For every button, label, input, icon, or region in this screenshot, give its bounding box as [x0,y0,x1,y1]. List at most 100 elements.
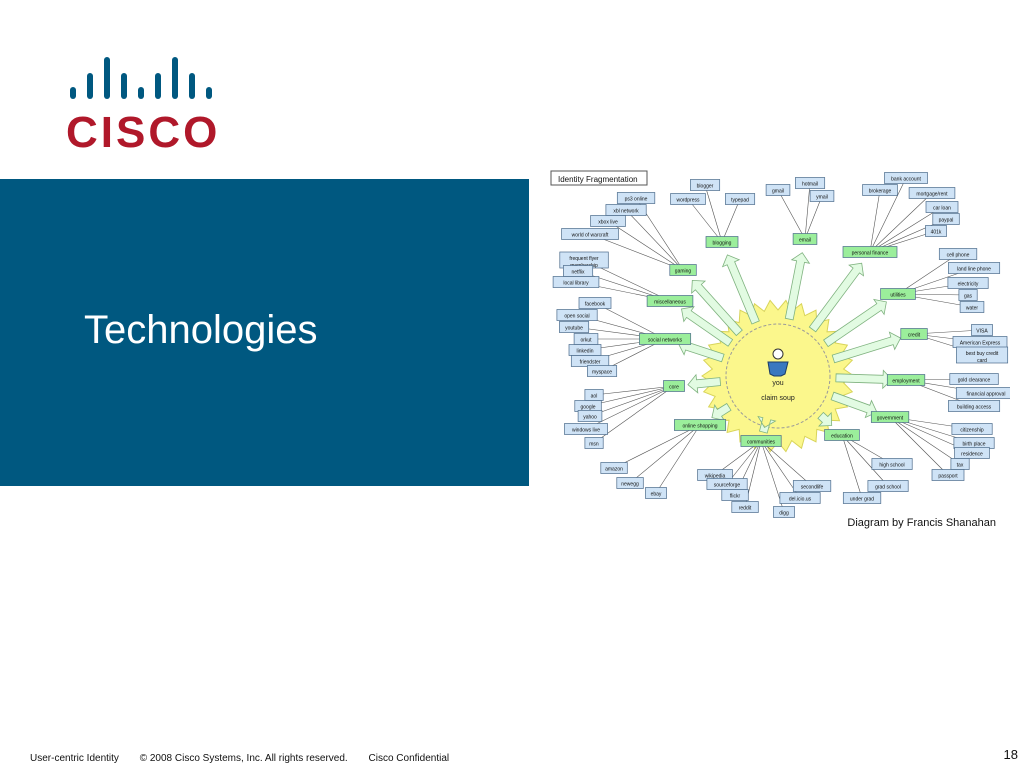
logo-bar [87,73,93,99]
item-node: mortgage/rent [908,187,956,199]
logo-bar [104,57,110,99]
item-node: 401k [925,225,947,237]
connector-line [869,206,943,253]
item-node-label: electricity [958,282,979,288]
slide-title: Technologies [84,308,318,352]
logo-bar [121,73,127,99]
item-node-label: paypal [939,218,954,224]
item-node-label: American Express [960,341,1001,347]
item-node: electricity [947,277,989,289]
item-node: ps3 online [616,192,656,204]
item-node-label: world of warcraft [572,233,609,239]
item-node: newegg [616,477,644,489]
item-node-label: gas [964,294,973,300]
item-node: digg [773,506,795,518]
cisco-logo: CISCO [66,56,236,157]
item-node-label: financial approval [967,392,1006,398]
item-node: building access [948,400,1001,412]
connector-line [721,198,741,243]
center-claim-soup-label: claim soup [761,395,795,402]
item-node: local library [552,276,600,288]
item-node: friendster [570,355,610,367]
item-node: VISA [971,324,993,336]
item-node: passport [931,469,965,481]
item-node-label: building access [957,405,992,411]
item-node: linkedin [568,344,602,356]
item-node: secondlife [792,480,832,492]
item-node: typepad [725,193,756,205]
connector-line [625,209,684,271]
item-node-label: mortgage/rent [916,192,948,198]
item-node: tax [950,458,970,470]
item-node-label: youtube [565,326,583,332]
category-node-label: gaming [675,269,692,275]
item-node-label: yahoo [583,415,597,421]
item-node: paypal [932,213,960,225]
item-node-label: water [966,306,979,312]
item-node-label: frequent flyer [569,256,599,262]
item-node-label: ebay [651,492,662,498]
item-node: open social [556,309,598,321]
arrow-to-online-shopping [711,402,732,422]
connector-line [804,195,823,240]
item-node: American Express [952,336,1008,348]
item-node-label: xbox live [598,220,618,226]
item-node: google [574,400,602,412]
item-node-label: open social [564,314,589,320]
item-node: windows live [564,423,608,435]
item-node: car loan [925,201,959,213]
item-node-label: grad school [875,485,901,491]
item-node: high school [871,458,913,470]
connector-line [655,424,701,494]
diagram-credit: Diagram by Francis Shanahan [847,517,996,529]
item-node-label: land line phone [957,267,991,273]
arrow-to-core [687,373,722,394]
item-node: orkut [573,333,599,345]
claim-soup-ring [725,323,831,429]
item-node: facebook [578,297,612,309]
item-node-label: reddit [739,506,752,512]
logo-bar [189,73,195,99]
item-node: aol [584,389,604,401]
logo-bar [155,73,161,99]
arrow-to-personal-finance [808,262,865,333]
item-node: gold clearance [949,373,999,385]
connector-line [760,440,813,487]
category-node-label: government [877,416,904,422]
footer-classification: Cisco Confidential [368,753,450,764]
item-node: reddit [731,501,759,513]
item-node: land line phone [948,262,1001,274]
connector-line [804,182,811,240]
connector-line [869,189,881,253]
item-node: cell phone [938,248,978,260]
arrow-to-email [784,252,811,321]
category-node: employment [886,374,926,386]
item-node-label: best buy credit [966,351,999,357]
item-node-label: newegg [621,482,639,488]
category-node: utilities [880,288,916,300]
connector-line [841,434,889,487]
item-node-label: myspace [592,370,612,376]
item-node-label: bank account [891,177,921,183]
connector-line [889,416,949,476]
item-node-label: orkut [580,338,592,344]
category-node-label: credit [908,333,921,339]
category-node-label: email [799,238,811,244]
arrow-to-gaming [691,279,743,337]
slide-footer: User-centric Identity © 2008 Cisco Syste… [30,753,467,764]
item-node-label: ps3 online [625,197,648,203]
item-node-label: msn [589,442,599,448]
item-node-label: car loan [933,206,951,212]
category-node-label: personal finance [852,251,889,257]
connector-line [897,253,959,295]
item-node-label: xbl network [613,209,639,215]
connector-line [589,385,675,417]
item-node-label: local library [563,281,589,287]
arrow-layer [677,252,902,434]
item-node: bank account [884,172,928,184]
item-node: sourceforge [706,478,748,490]
item-node-label: blogger [697,184,714,190]
item-node-label: brokerage [869,189,892,195]
